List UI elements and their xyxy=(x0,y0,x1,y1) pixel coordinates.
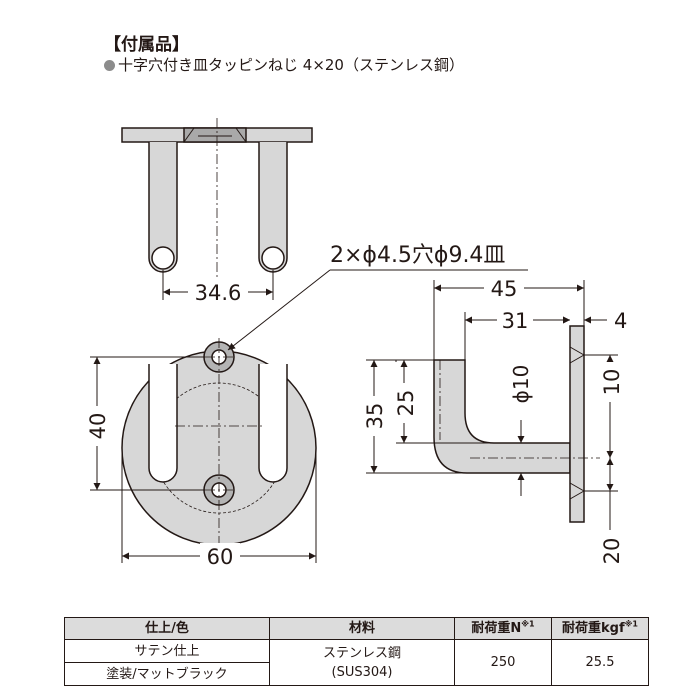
accessory-heading: 【付属品】 xyxy=(104,35,189,55)
right-slot xyxy=(258,364,288,483)
dim-arm-total-label: 45 xyxy=(491,277,518,301)
header-load-kgf: 耐荷重kgf※1 xyxy=(551,617,649,640)
material-grade: (SUS304) xyxy=(331,664,393,680)
table-row: サテン仕上 ステンレス鋼 (SUS304) 250 25.5 xyxy=(64,639,649,686)
dim-bar-diameter-label: ϕ10 xyxy=(509,365,533,404)
spec-table-header: 仕上/色 材料 耐荷重N※1 耐荷重kgf※1 xyxy=(64,617,649,640)
dim-height-inner-label: 25 xyxy=(394,390,418,417)
accessory-note-text: 十字穴付き皿タッピンねじ 4×20（ステンレス鋼） xyxy=(118,56,464,74)
handrail-arm xyxy=(433,359,571,474)
side-base-plate xyxy=(569,325,585,523)
dim-hole-spacing-label: 40 xyxy=(86,413,110,440)
countersink xyxy=(183,127,247,143)
dim-arm-inner-label: 31 xyxy=(502,309,529,333)
material-name: ステンレス鋼 xyxy=(322,645,401,661)
accessory-note: 十字穴付き皿タッピンねじ 4×20（ステンレス鋼） xyxy=(104,54,464,75)
dim-plate-diameter-label: 60 xyxy=(207,545,234,569)
callout-leader xyxy=(227,269,331,351)
header-load-n: 耐荷重N※1 xyxy=(454,617,552,640)
header-finish: 仕上/色 xyxy=(64,617,270,640)
finish-satin: サテン仕上 xyxy=(64,639,270,663)
header-material: 材料 xyxy=(269,617,455,640)
load-kgf-cell: 25.5 xyxy=(551,639,649,686)
spec-table: 仕上/色 材料 耐荷重N※1 耐荷重kgf※1 サテン仕上 ステンレス鋼 (SUS… xyxy=(64,617,649,686)
top-view xyxy=(121,127,313,273)
table-row: 塗装/マットブラック xyxy=(64,662,649,686)
finish-matte-black: 塗装/マットブラック xyxy=(64,662,270,686)
bullet-icon xyxy=(104,60,115,71)
dim-post-spacing-label: 34.6 xyxy=(195,281,242,305)
load-n-cell: 250 xyxy=(454,639,552,686)
dim-lower-offset-label: 20 xyxy=(600,538,624,565)
dim-upper-offset-label: 10 xyxy=(600,369,624,396)
hole-callout: 2×ϕ4.5穴ϕ9.4皿 xyxy=(330,243,505,268)
left-slot xyxy=(148,364,178,483)
material-cell: ステンレス鋼 (SUS304) xyxy=(269,639,455,686)
dim-height-total-label: 35 xyxy=(363,403,387,430)
dim-plate-thickness-label: 4 xyxy=(614,309,627,333)
dim-lower-offset xyxy=(584,458,618,530)
side-view xyxy=(433,325,585,523)
